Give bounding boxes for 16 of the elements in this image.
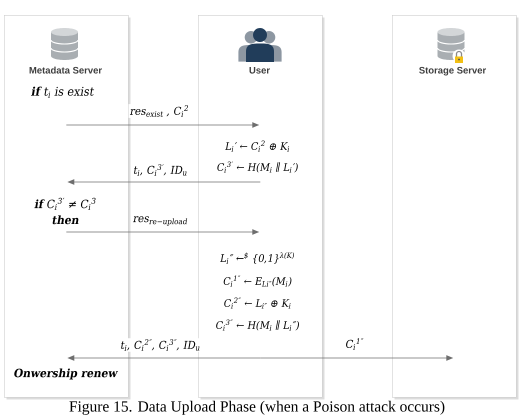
- edge-label: t$_{i}$, C$_{i}$$^{3′}$, ID$_{u}$: [132, 163, 188, 177]
- equation-text: C$_{i}$$^{1″}$ ← E$_{Li″}$(M$_{i}$): [224, 275, 292, 287]
- condition-text: if t$_{i}$ is exist: [30, 86, 94, 98]
- equation-text: C$_{i}$$^{2″}$ ← L$_{i″}$ ⊕ K$_{i}$: [224, 297, 291, 309]
- lane-title: Storage Server: [419, 66, 486, 76]
- equation-text: L$_{i}$″ ←$^{$}$ {0,1}$^{λ(K)}$: [220, 252, 294, 264]
- result-text: Onwership renew: [14, 368, 118, 380]
- equation-text: C$_{i}$$^{3″}$ ← H(M$_{i}$ ∥ L$_{i}$″): [216, 319, 299, 331]
- caption: Figure 15. Data Upload Phase (when a Poison attack occurs): [69, 400, 444, 415]
- equation-text: C$_{i}$$^{3′}$ ← H(M$_{i}$ ∥ L$_{i}$′): [217, 162, 298, 173]
- equation-text: L$_{i}$′ ← C$_{i}$$^{2}$ ⊕ K$_{i}$: [225, 140, 290, 152]
- edge-label: t$_{i}$, C$_{i}$$^{2″}$, C$_{i}$$^{3″}$, ID$_{u}$: [118, 338, 202, 352]
- lane-title: User: [250, 67, 270, 74]
- edge-label: res$_{re−upload}$: [132, 215, 188, 227]
- lane-title: Metadata Server: [30, 66, 102, 74]
- condition-text: if C$_{i}$$^{3′}$ ≠ C$_{i}$3 then: [34, 198, 96, 224]
